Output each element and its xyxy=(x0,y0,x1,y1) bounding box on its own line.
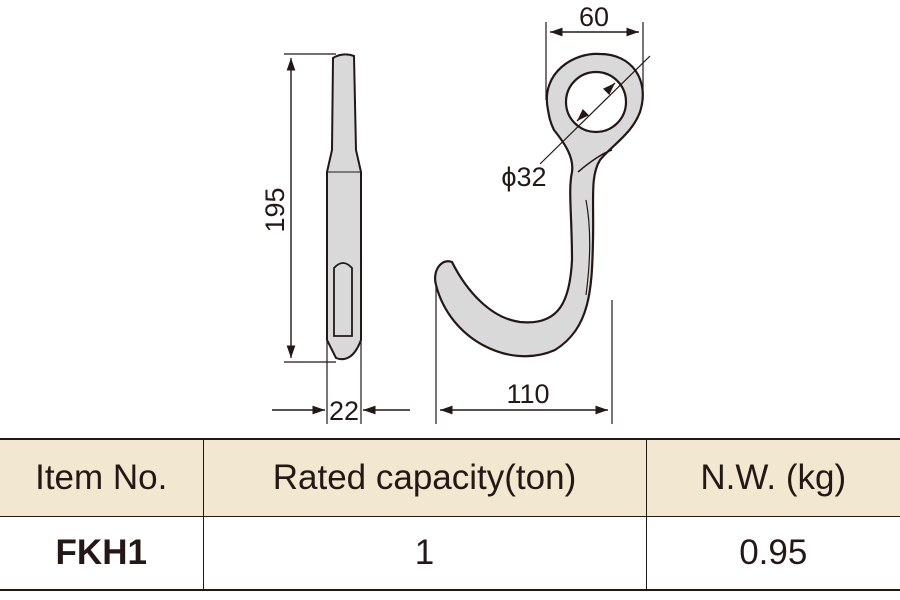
cell-rated-capacity: 1 xyxy=(202,516,646,591)
table-row: FKH1 1 0.95 xyxy=(0,516,900,591)
header-item-no: Item No. xyxy=(0,438,203,517)
dimension-height: 195 xyxy=(260,53,336,363)
dimension-hole-diameter: ϕ32 xyxy=(501,55,651,192)
dimension-eye-width: 60 xyxy=(545,2,644,100)
cell-net-weight: 0.95 xyxy=(645,516,900,591)
specification-table: Item No. Rated capacity(ton) N.W. (kg) F… xyxy=(0,438,900,591)
dimension-hook-width: 110 xyxy=(435,286,613,424)
hook-side-view xyxy=(326,53,362,361)
hook-width-dimension-label: 110 xyxy=(506,379,549,409)
header-rated-capacity: Rated capacity(ton) xyxy=(202,438,646,517)
dimension-thickness: 22 xyxy=(272,340,410,426)
hook-technical-drawing: 195 22 60 ϕ32 110 xyxy=(260,2,651,426)
header-net-weight: N.W. (kg) xyxy=(645,438,900,517)
cell-item-no: FKH1 xyxy=(0,516,203,591)
thickness-dimension-label: 22 xyxy=(329,396,359,426)
hole-diameter-dimension-label: ϕ32 xyxy=(501,162,546,192)
eye-width-dimension-label: 60 xyxy=(579,2,609,32)
height-dimension-label: 195 xyxy=(260,187,290,232)
table-header-row: Item No. Rated capacity(ton) N.W. (kg) xyxy=(0,438,900,517)
